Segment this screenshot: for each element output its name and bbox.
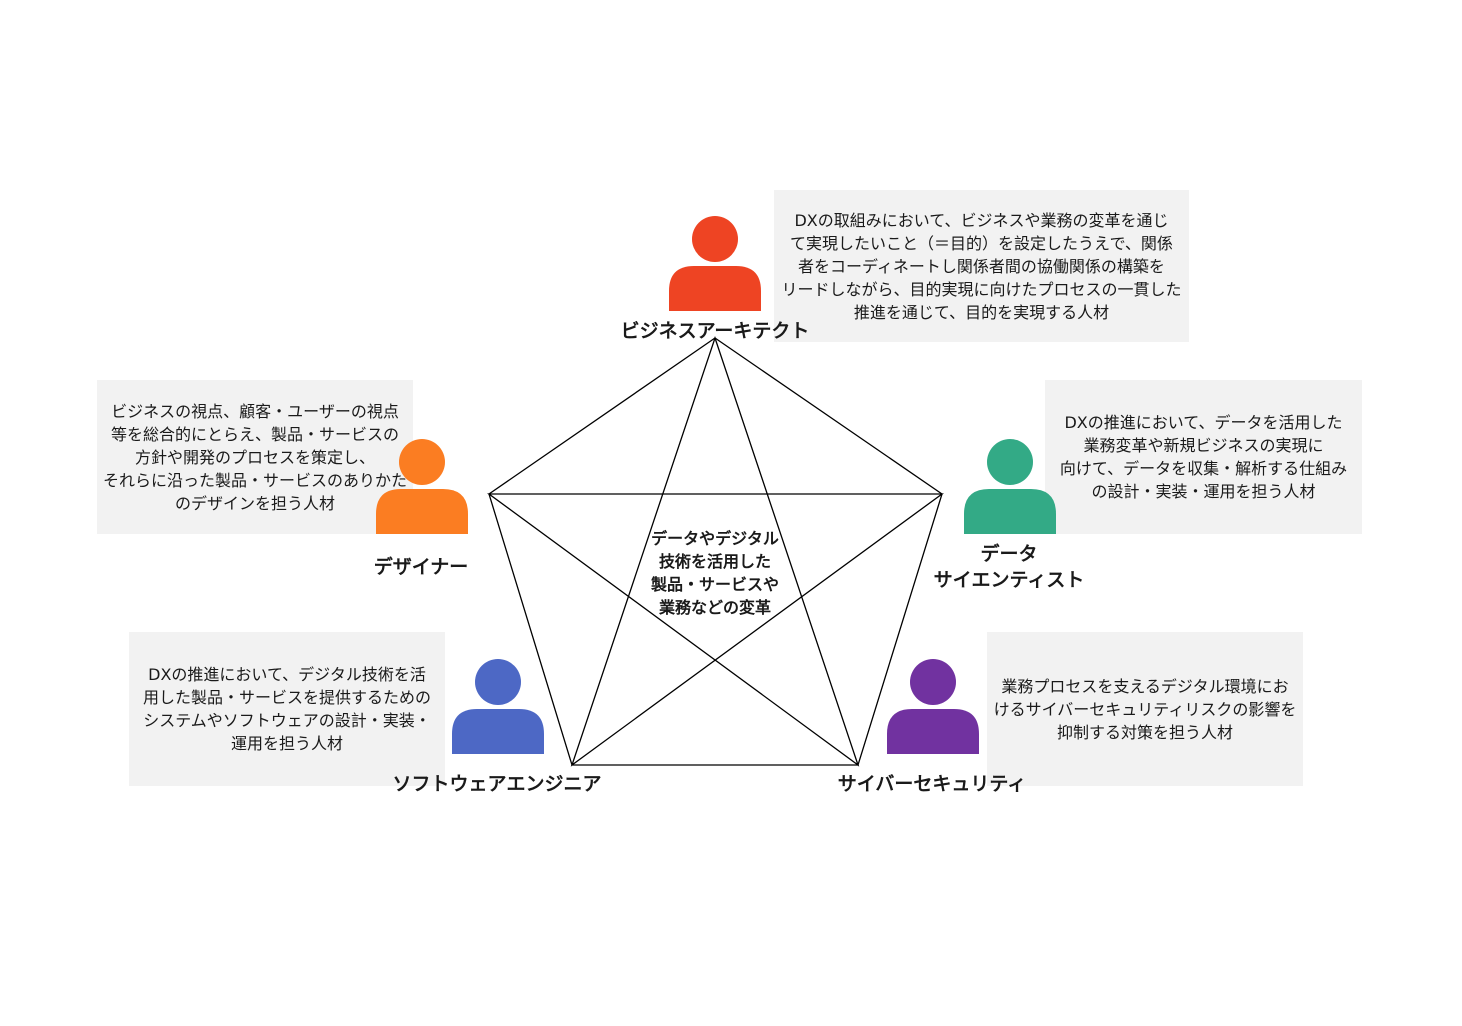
designer-description: ビジネスの視点、顧客・ユーザーの視点 等を総合的にとらえ、製品・サービスの 方針… <box>97 380 413 534</box>
person-body <box>669 266 761 311</box>
person-head <box>399 439 445 485</box>
person-head <box>910 659 956 705</box>
person-body <box>887 709 979 754</box>
business-architect-label: ビジネスアーキテクト <box>620 320 810 342</box>
business-architect-person-icon <box>669 216 761 311</box>
person-head <box>987 439 1033 485</box>
software-engineer-label: ソフトウェアエンジニア <box>392 773 602 795</box>
pentagon-outline <box>488 337 943 766</box>
person-head <box>692 216 738 262</box>
data-scientist-description: DXの推進において、データを活用した 業務変革や新規ビジネスの実現に 向けて、デ… <box>1045 380 1362 534</box>
software-engineer-person-icon <box>452 659 544 754</box>
person-body <box>964 489 1056 534</box>
data-scientist-label: データ サイエンティスト <box>933 543 1085 591</box>
person-body <box>452 709 544 754</box>
software-engineer-description: DXの推進において、デジタル技術を活 用した製品・サービスを提供するための シス… <box>129 632 445 786</box>
designer-label: デザイナー <box>373 556 469 578</box>
person-head <box>475 659 521 705</box>
cyber-security-description: 業務プロセスを支えるデジタル環境にお けるサイバーセキュリティリスクの影響を 抑… <box>987 632 1303 786</box>
person-body <box>376 489 468 534</box>
business-architect-description: DXの取組みにおいて、ビジネスや業務の変革を通じ て実現したいこと（＝目的）を設… <box>774 190 1189 342</box>
data-scientist-person-icon <box>964 439 1056 534</box>
center-label: データやデジタル 技術を活用した 製品・サービスや 業務などの変革 <box>650 529 779 617</box>
star-outline <box>487 335 944 767</box>
cyber-security-person-icon <box>887 659 979 754</box>
designer-person-icon <box>376 439 468 534</box>
cyber-security-label: サイバーセキュリティ <box>837 773 1027 795</box>
